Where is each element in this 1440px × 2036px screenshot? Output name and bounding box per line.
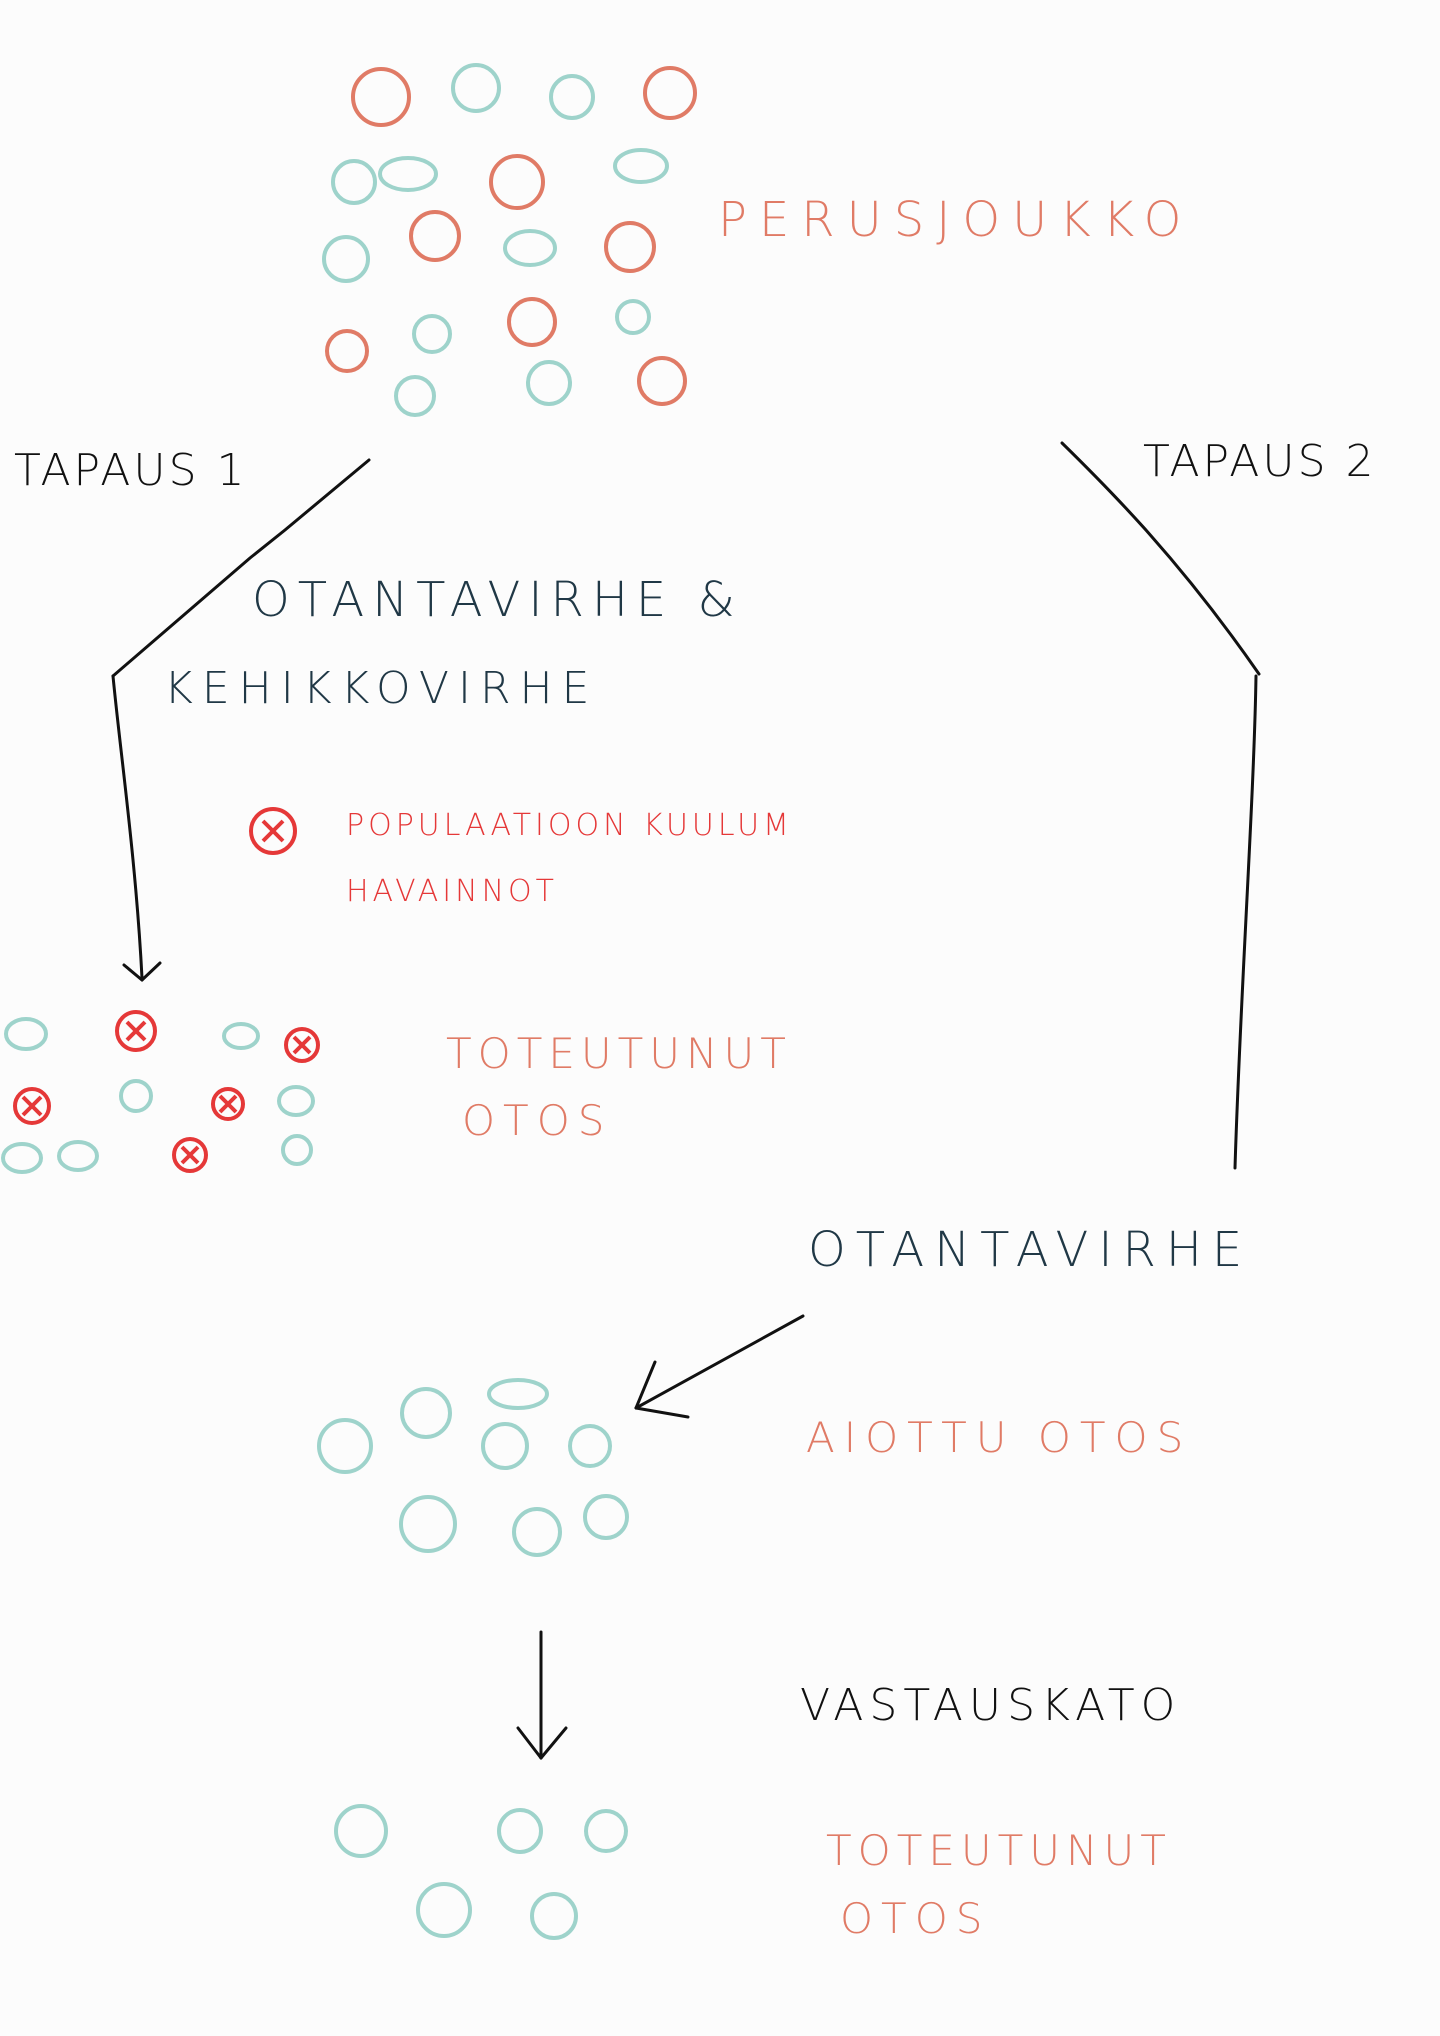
population-label: PERUSJOUKKO — [718, 192, 1194, 248]
population-circle — [325, 329, 369, 373]
population-circle — [604, 221, 656, 273]
circled-x-icon — [115, 1010, 157, 1052]
realized-sample-2 — [334, 1804, 628, 1940]
case2-path — [1060, 441, 1261, 1170]
population-circle — [331, 159, 377, 205]
arrow-to-intended — [634, 1314, 805, 1419]
circled-x-icon — [13, 1087, 51, 1125]
sample-circle — [530, 1892, 578, 1940]
realized-sample-1-label: TOTEUTUNUT — [446, 1029, 792, 1078]
population-circle — [503, 229, 557, 267]
population-note-line2: HAVAINNOT — [346, 874, 558, 909]
sample-circle — [416, 1882, 472, 1938]
frame-error-label: KEHIKKOVIRHE — [164, 663, 599, 714]
excluded-observations — [13, 807, 320, 1173]
population-circle — [322, 235, 370, 283]
sample-circle — [222, 1022, 260, 1050]
circled-x-icon — [284, 1027, 320, 1063]
sample-circle — [119, 1079, 153, 1113]
population-circles — [322, 63, 697, 417]
sample-circle — [497, 1808, 543, 1854]
sample-circle — [57, 1140, 99, 1172]
population-circle — [507, 297, 557, 347]
sample-circle — [481, 1422, 529, 1470]
case1-label: TAPAUS 1 — [14, 445, 248, 496]
population-circle — [489, 154, 545, 210]
case2-label: TAPAUS 2 — [1143, 436, 1377, 487]
arrow-down-icon — [516, 1630, 568, 1760]
population-circle — [412, 314, 452, 354]
sample-circle — [512, 1507, 562, 1557]
sample-circle — [334, 1804, 388, 1858]
sample-circle — [568, 1424, 612, 1468]
sample-circle — [399, 1495, 457, 1553]
circled-x-icon — [249, 807, 297, 855]
population-note-line1: POPULAATIOON KUULUM — [346, 808, 793, 843]
sample-circle — [583, 1494, 629, 1540]
circled-x-icon — [172, 1137, 208, 1173]
sample-circle — [317, 1418, 373, 1474]
sample-circle — [584, 1809, 628, 1853]
intended-sample-label: AIOTTU OTOS — [806, 1413, 1193, 1462]
intended-sample — [317, 1378, 629, 1557]
population-circle — [378, 156, 438, 192]
nonresponse-label: VASTAUSKATO — [800, 1680, 1182, 1731]
population-circle — [409, 210, 461, 262]
realized-sample-2-otos: OTOS — [840, 1894, 991, 1943]
sample-circle — [4, 1017, 48, 1051]
population-circle — [351, 67, 411, 127]
sample-circle — [281, 1134, 313, 1166]
sample-circle — [400, 1387, 452, 1439]
realized-sample-1-otos: OTOS — [462, 1096, 613, 1145]
population-circle — [549, 74, 595, 120]
population-circle — [394, 375, 436, 417]
population-circle — [451, 63, 501, 113]
sampling-error-frame-label: OTANTAVIRHE & — [252, 572, 743, 628]
realized-sample-2-label: TOTEUTUNUT — [826, 1826, 1172, 1875]
population-circle — [526, 360, 572, 406]
case1-path — [111, 458, 371, 982]
population-circle — [637, 356, 687, 406]
population-circle — [613, 148, 669, 184]
realized-sample-1 — [1, 1017, 315, 1174]
sample-circle — [277, 1085, 315, 1117]
sample-circle — [1, 1142, 43, 1174]
sample-circle — [487, 1378, 549, 1410]
population-circle — [643, 66, 697, 120]
circled-x-icon — [211, 1087, 245, 1121]
sampling-error-label: OTANTAVIRHE — [808, 1222, 1253, 1278]
population-circle — [615, 299, 651, 335]
